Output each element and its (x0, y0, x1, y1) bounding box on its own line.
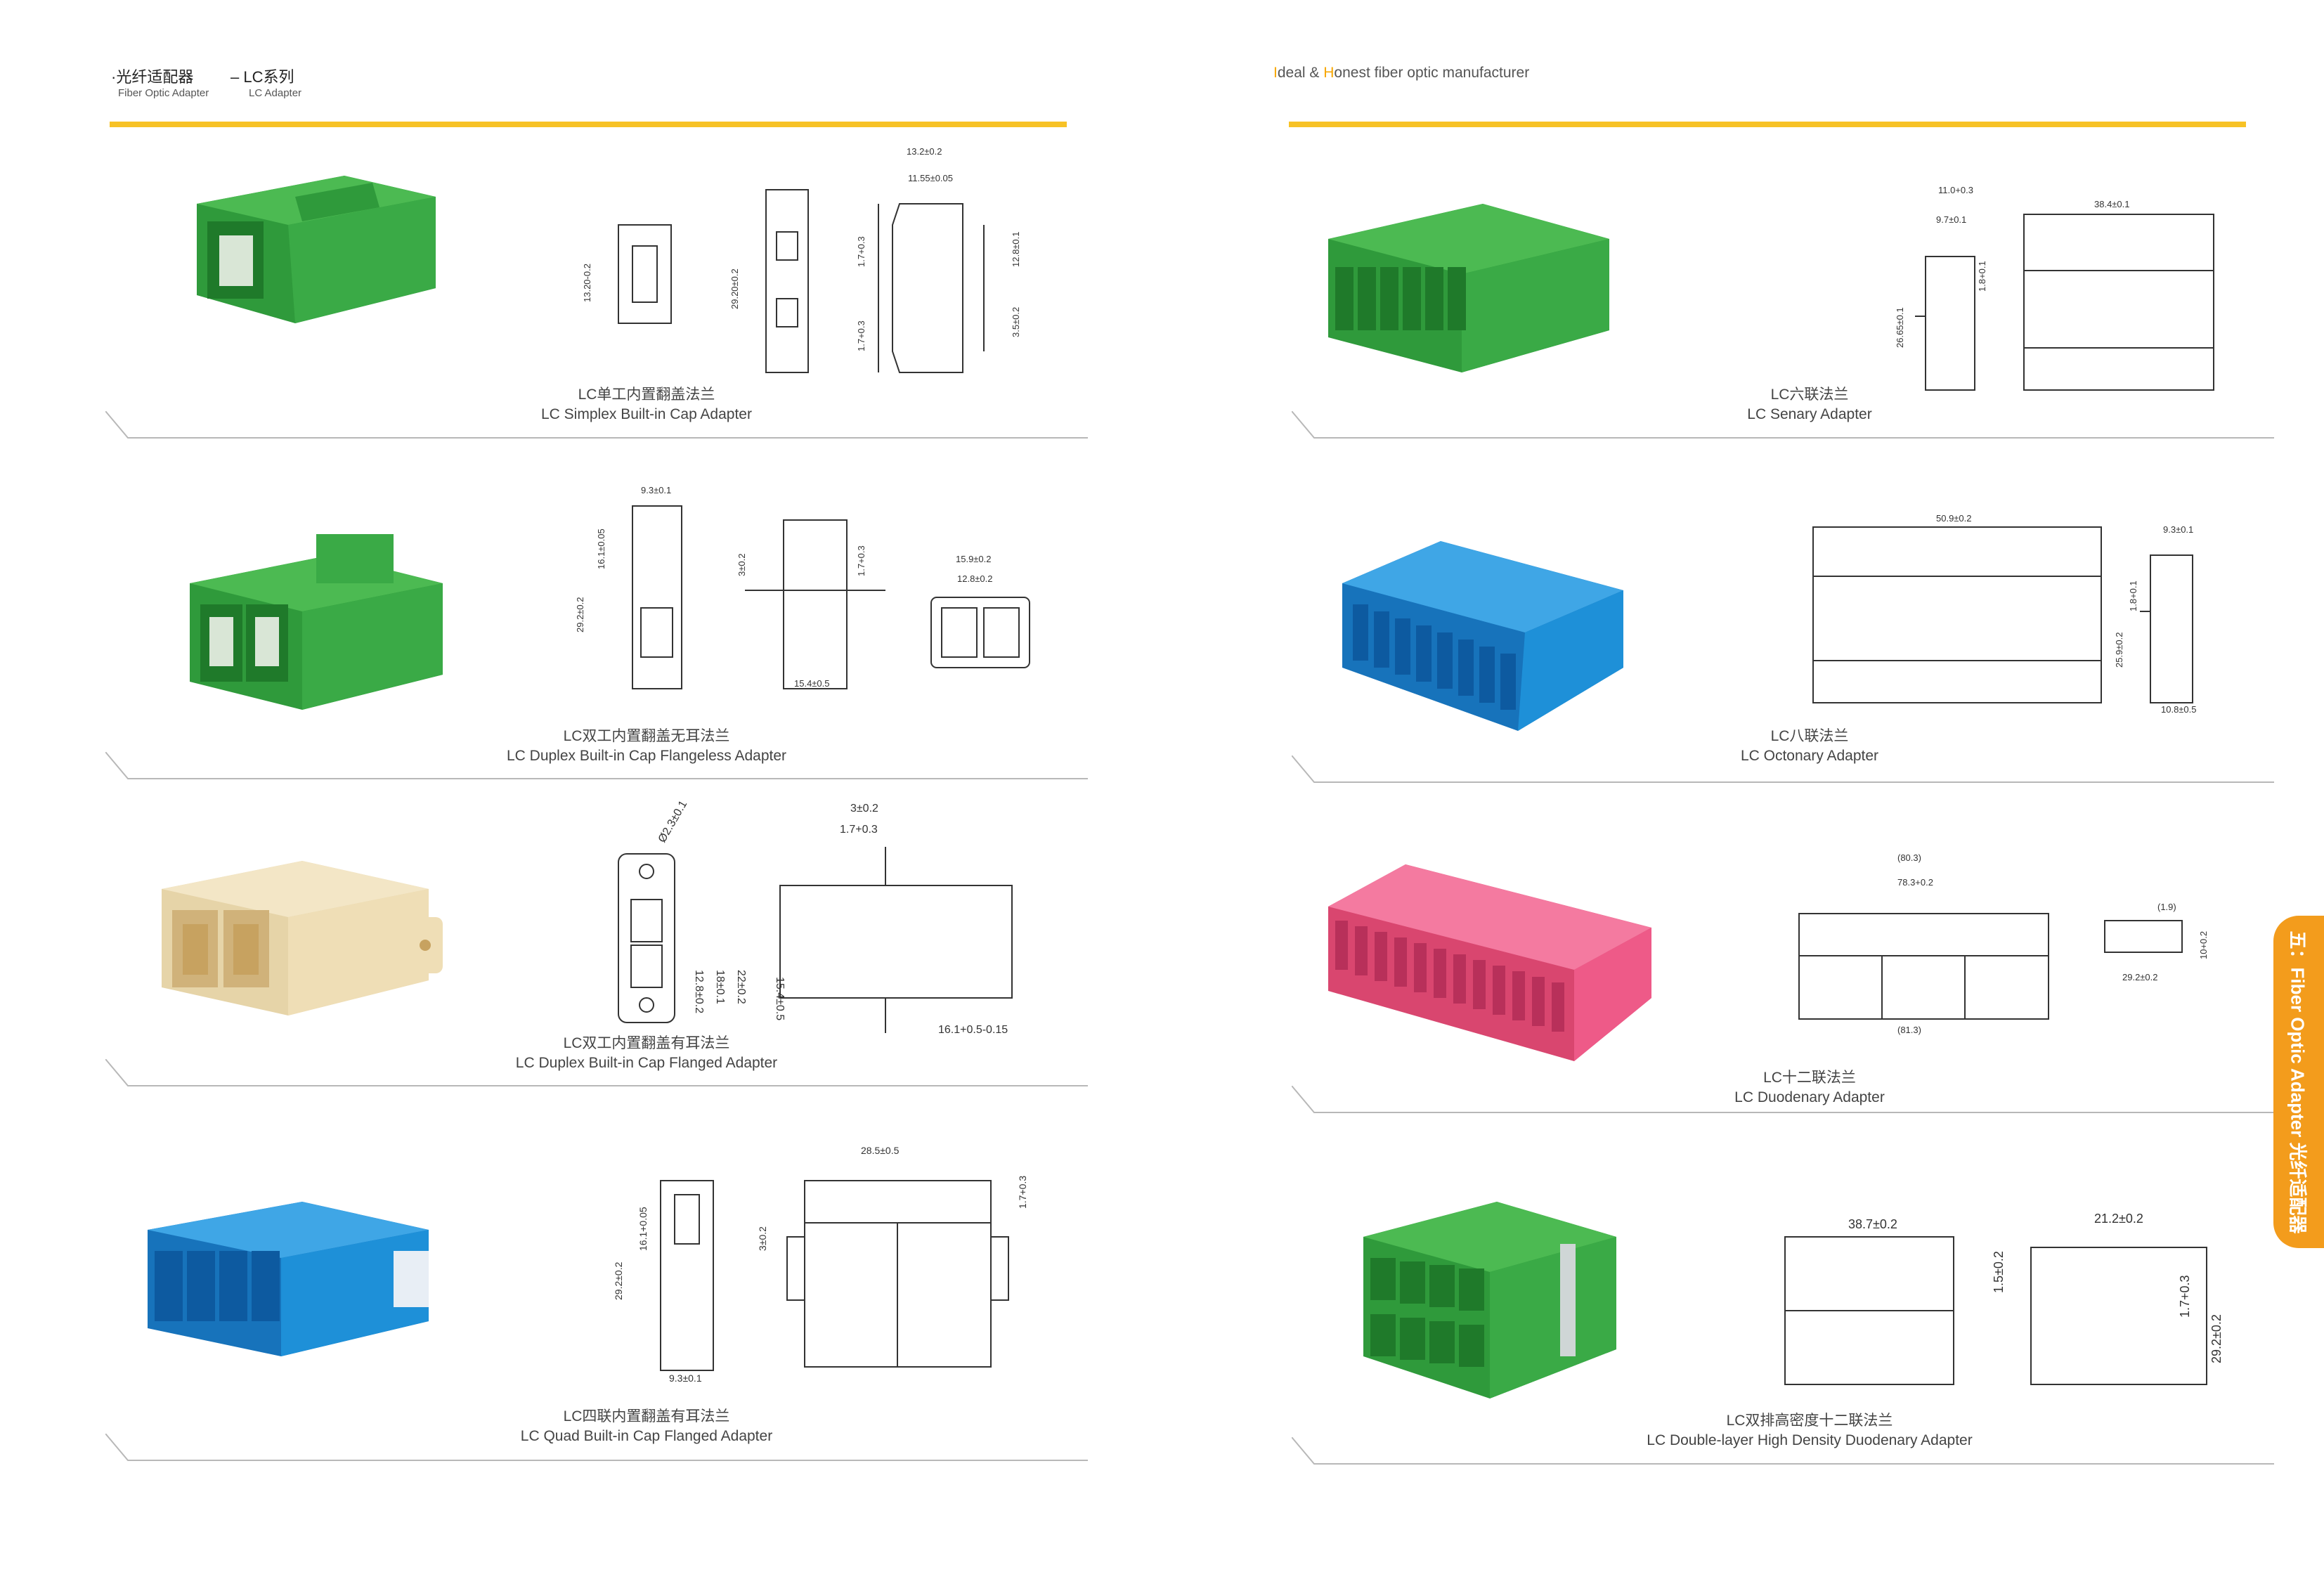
svg-text:9.3±0.1: 9.3±0.1 (641, 485, 671, 495)
series-title-cn: – LC系列 (231, 68, 294, 86)
svg-text:1.5±0.2: 1.5±0.2 (1992, 1251, 2006, 1293)
row-divider (105, 1434, 1088, 1461)
row-divider (105, 411, 1088, 439)
row-divider (1292, 1086, 2274, 1113)
product-image-octonary (1342, 541, 1623, 731)
svg-text:22±0.2: 22±0.2 (735, 970, 747, 1004)
product-image-quad-flanged (148, 1202, 429, 1356)
svg-text:12.8±0.2: 12.8±0.2 (693, 970, 705, 1013)
svg-text:18±0.1: 18±0.1 (714, 970, 726, 1004)
svg-text:29.2±0.2: 29.2±0.2 (2209, 1314, 2224, 1363)
product-image-duplex-flangeless (190, 534, 443, 710)
svg-text:29.2±0.2: 29.2±0.2 (2122, 972, 2158, 982)
svg-text:3±0.2: 3±0.2 (736, 554, 747, 576)
series-title-en: LC Adapter (249, 87, 302, 99)
svg-text:11.55±0.05: 11.55±0.05 (908, 173, 953, 183)
svg-text:16.1±0.05: 16.1±0.05 (596, 528, 606, 569)
product-caption-duodenary: LC十二联法兰 LC Duodenary Adapter (1734, 1070, 1885, 1105)
svg-text:78.3+0.2: 78.3+0.2 (1897, 877, 1933, 888)
svg-text:1.7+0.3: 1.7+0.3 (2178, 1275, 2192, 1318)
svg-text:1.7+0.3: 1.7+0.3 (856, 545, 866, 576)
svg-text:16.1+0.5-0.15: 16.1+0.5-0.15 (938, 1024, 1008, 1036)
svg-text:9.3±0.1: 9.3±0.1 (669, 1372, 702, 1384)
svg-text:29.2±0.2: 29.2±0.2 (613, 1261, 624, 1300)
svg-text:25.9±0.2: 25.9±0.2 (2114, 632, 2124, 668)
product-caption-quad-flanged: LC四联内置翻盖有耳法兰 LC Quad Built-in Cap Flange… (520, 1408, 773, 1444)
svg-text:38.7±0.2: 38.7±0.2 (1848, 1217, 1897, 1231)
drawing-double-layer: 38.7±0.2 21.2±0.2 1.5±0.2 1.7+0.3 29.2±0… (1784, 1212, 2224, 1385)
svg-text:13.20-0.2: 13.20-0.2 (582, 264, 592, 302)
svg-text:1.8+0.1: 1.8+0.1 (1977, 261, 1987, 292)
header-rule-right (1289, 122, 2246, 127)
product-image-duodenary (1328, 864, 1651, 1061)
svg-text:16.1+0.05: 16.1+0.05 (637, 1207, 649, 1251)
product-image-senary (1328, 204, 1609, 372)
svg-text:3±0.2: 3±0.2 (757, 1226, 768, 1251)
drawing-duplex-flangeless: 9.3±0.1 16.1±0.05 29.2±0.2 3±0.2 1.7+0.3… (575, 485, 1030, 689)
product-caption-duplex-flangeless: LC双工内置翻盖无耳法兰 LC Duplex Built-in Cap Flan… (506, 728, 787, 764)
row-divider (1292, 1437, 2274, 1465)
drawing-simplex: 13.2±0.2 11.55±0.05 13.20-0.2 29.20±0.2 … (582, 146, 1021, 373)
svg-text:29.20±0.2: 29.20±0.2 (729, 268, 740, 309)
row-divider (105, 752, 1088, 779)
header-rule-left (110, 122, 1067, 127)
product-caption-double-layer: LC双排高密度十二联法兰 LC Double-layer High Densit… (1647, 1413, 1973, 1448)
svg-text:(81.3): (81.3) (1897, 1025, 1921, 1035)
svg-text:1.8+0.1: 1.8+0.1 (2128, 580, 2138, 611)
svg-text:13.2±0.2: 13.2±0.2 (907, 146, 942, 157)
drawing-quad-flanged: 16.1+0.05 29.2±0.2 9.3±0.1 28.5±0.5 3±0.… (613, 1145, 1028, 1384)
svg-text:50.9±0.2: 50.9±0.2 (1936, 513, 1972, 524)
row-divider (105, 1059, 1088, 1086)
svg-text:10+0.2: 10+0.2 (2198, 931, 2209, 959)
svg-text:15.4±0.5: 15.4±0.5 (774, 977, 786, 1020)
svg-text:15.4±0.5: 15.4±0.5 (794, 678, 830, 689)
section-title-cn: ·光纤适配器 (111, 68, 194, 86)
drawing-duodenary: (80.3) 78.3+0.2 (81.3) (1.9) 29.2±0.2 10… (1798, 852, 2209, 1035)
product-image-simplex (197, 176, 436, 323)
svg-text:3±0.2: 3±0.2 (850, 803, 878, 815)
svg-text:15.9±0.2: 15.9±0.2 (956, 554, 992, 564)
product-caption-senary: LC六联法兰 LC Senary Adapter (1747, 387, 1872, 422)
company-slogan: Ideal & Honest fiber optic manufacturer (1273, 65, 1530, 81)
svg-text:1.7+0.3: 1.7+0.3 (840, 824, 878, 836)
svg-text:26.65±0.1: 26.65±0.1 (1895, 307, 1905, 348)
section-title-en: Fiber Optic Adapter (118, 87, 209, 99)
row-divider (1292, 755, 2274, 783)
svg-text:1.7+0.3: 1.7+0.3 (856, 320, 866, 351)
drawing-senary: 11.0+0.3 9.7±0.1 1.8+0.1 26.65±0.1 38.4±… (1895, 185, 2214, 391)
side-tab-label: 五：Fiber Optic Adapter 光纤适配器 (2287, 930, 2309, 1233)
svg-text:11.0+0.3: 11.0+0.3 (1938, 185, 1973, 195)
row-divider (1292, 411, 2274, 439)
svg-text:Ø2.3±0.1: Ø2.3±0.1 (656, 799, 690, 845)
svg-text:29.2±0.2: 29.2±0.2 (575, 597, 585, 632)
drawing-octonary: 50.9±0.2 9.3±0.1 1.8+0.1 25.9±0.2 10.8±0… (1812, 513, 2197, 715)
svg-text:(1.9): (1.9) (2157, 902, 2176, 912)
product-image-duplex-flanged (162, 861, 443, 1015)
svg-text:10.8±0.5: 10.8±0.5 (2161, 704, 2197, 715)
product-caption-duplex-flanged: LC双工内置翻盖有耳法兰 LC Duplex Built-in Cap Flan… (515, 1035, 778, 1071)
svg-text:3.5±0.2: 3.5±0.2 (1011, 307, 1021, 337)
svg-text:21.2±0.2: 21.2±0.2 (2094, 1212, 2143, 1226)
svg-text:9.3±0.1: 9.3±0.1 (2163, 524, 2193, 535)
product-image-double-layer (1363, 1202, 1616, 1398)
svg-text:38.4±0.1: 38.4±0.1 (2094, 199, 2130, 209)
svg-text:28.5±0.5: 28.5±0.5 (861, 1145, 900, 1156)
svg-text:12.8±0.2: 12.8±0.2 (957, 573, 993, 584)
svg-text:(80.3): (80.3) (1897, 852, 1921, 863)
product-caption-simplex: LC单工内置翻盖法兰 LC Simplex Built-in Cap Adapt… (541, 387, 752, 422)
svg-text:1.7+0.3: 1.7+0.3 (856, 236, 866, 267)
product-caption-octonary: LC八联法兰 LC Octonary Adapter (1740, 728, 1879, 764)
side-section-tab: 五：Fiber Optic Adapter 光纤适配器 (2273, 916, 2324, 1248)
svg-text:12.8±0.1: 12.8±0.1 (1011, 231, 1021, 267)
drawing-duplex-flanged: Ø2.3±0.1 12.8±0.2 18±0.1 22±0.2 3±0.2 1.… (618, 799, 1013, 1036)
svg-text:1.7+0.3: 1.7+0.3 (1017, 1176, 1028, 1209)
svg-text:9.7±0.1: 9.7±0.1 (1936, 214, 1966, 225)
